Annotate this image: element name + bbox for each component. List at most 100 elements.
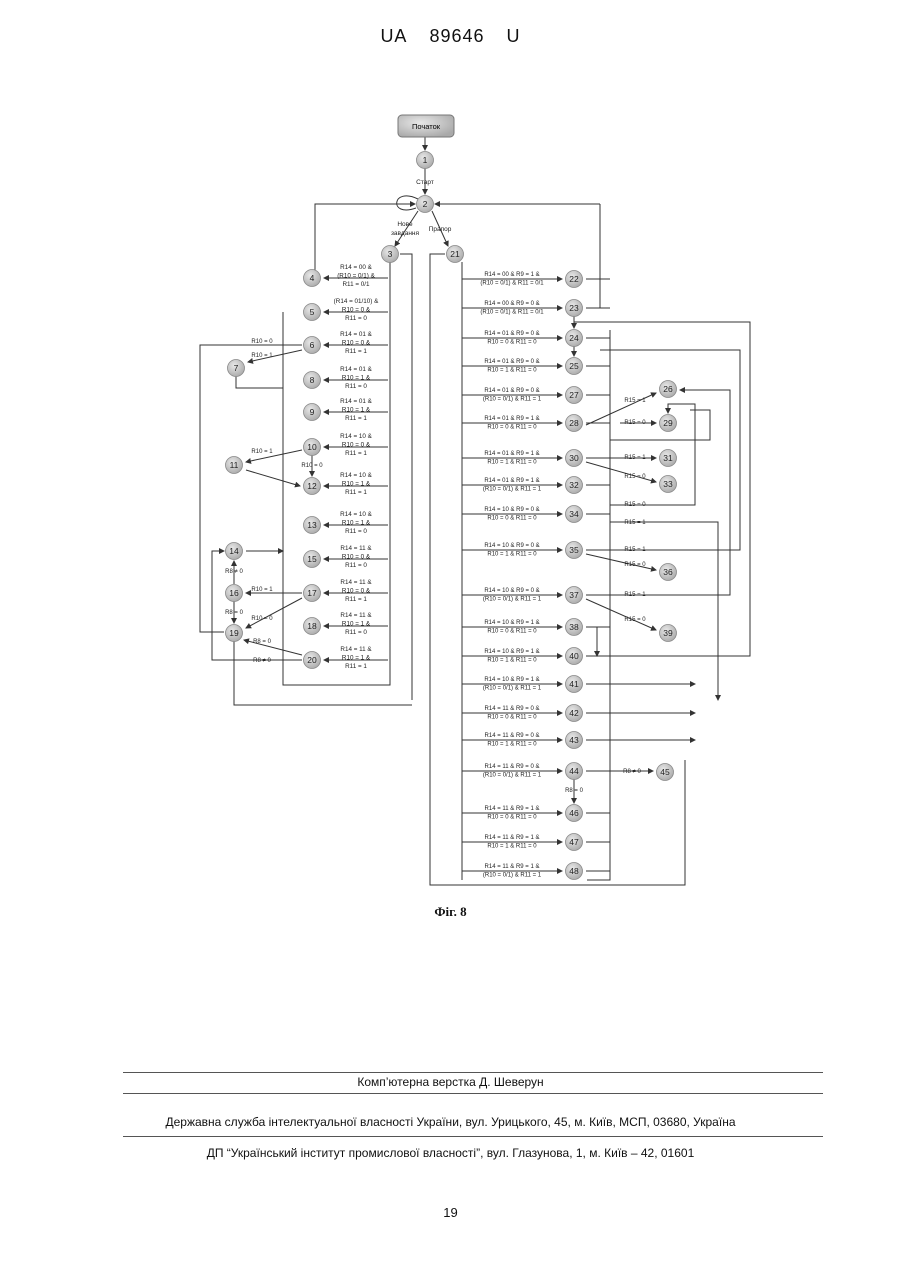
left-condition-5: R11 = 0 xyxy=(345,315,367,322)
footer-rule-top xyxy=(123,1072,823,1073)
node-3: 3 xyxy=(382,246,399,263)
node-label: 43 xyxy=(569,735,579,745)
left-condition-17: R10 = 0 & xyxy=(342,588,371,595)
left-condition-8: R10 = 1 & xyxy=(342,375,371,382)
node-label: 21 xyxy=(450,249,460,259)
label-r8-ne0-a: R8 ≠ 0 xyxy=(225,569,243,575)
node-label: 38 xyxy=(569,622,579,632)
left-condition-12: R10 = 1 & xyxy=(342,481,371,488)
node-21: 21 xyxy=(447,246,464,263)
right-condition-34: R10 = 0 & R11 = 0 xyxy=(487,516,537,522)
right-condition-24: R10 = 0 & R11 = 0 xyxy=(487,340,537,346)
node-13: 13 xyxy=(304,517,321,534)
left-condition-12: R11 = 1 xyxy=(345,489,367,496)
node-label: 11 xyxy=(230,460,239,470)
left-condition-9: R11 = 1 xyxy=(345,415,367,422)
label-r10-1-a: R10 = 1 xyxy=(251,353,273,359)
right-condition-27: (R10 = 0/1) & R11 = 1 xyxy=(483,397,542,403)
label-r10-0-b: R10 = 0 xyxy=(301,463,323,469)
edge-22-return xyxy=(587,204,600,279)
left-condition-6: R10 = 0 & xyxy=(342,340,371,347)
node-25: 25 xyxy=(566,358,583,375)
left-condition-6: R14 = 01 & xyxy=(340,331,372,338)
label-r15-1-b: R15 = 1 xyxy=(624,455,646,461)
node-32: 32 xyxy=(566,477,583,494)
node-16: 16 xyxy=(226,585,243,602)
node-label: 30 xyxy=(569,453,579,463)
right-condition-30: R14 = 01 & R9 = 1 & xyxy=(484,451,539,457)
right-condition-23: R14 = 00 & R9 = 0 & xyxy=(484,301,539,307)
node-label: 18 xyxy=(307,621,317,631)
edge-23-return xyxy=(587,279,600,308)
node-label: 29 xyxy=(663,418,673,428)
left-condition-15: R14 = 11 & xyxy=(340,545,372,552)
node-label: 3 xyxy=(388,249,393,259)
node-45: 45 xyxy=(657,764,674,781)
edge-19-out xyxy=(234,641,412,705)
left-condition-13: R11 = 0 xyxy=(345,528,367,535)
label-r10-1-b: R10 = 1 xyxy=(251,449,273,455)
node-10: 10 xyxy=(304,439,321,456)
left-condition-20: R10 = 1 & xyxy=(342,655,371,662)
node-label: 12 xyxy=(307,481,317,491)
label-r8-ne0-b: R8 ≠ 0 xyxy=(253,658,271,664)
start-label: Початок xyxy=(412,122,441,131)
right-condition-44: (R10 = 0/1) & R11 = 1 xyxy=(483,773,542,779)
right-condition-42: R10 = 0 & R11 = 0 xyxy=(487,715,537,721)
right-condition-25: R10 = 1 & R11 = 0 xyxy=(487,368,537,374)
node-label: 24 xyxy=(569,333,579,343)
left-condition-20: R11 = 1 xyxy=(345,663,367,670)
right-condition-23: (R10 = 0/1) & R11 = 0/1 xyxy=(480,310,544,316)
node-label: 4 xyxy=(310,273,315,283)
node-18: 18 xyxy=(304,618,321,635)
footer-rule-middle xyxy=(123,1093,823,1094)
node-label: 5 xyxy=(310,307,315,317)
patent-header: UA 89646 U xyxy=(0,26,901,47)
edge-17-19 xyxy=(246,598,302,628)
node-label: 28 xyxy=(569,418,579,428)
footer-typesetting: Комп’ютерна верстка Д. Шеверун xyxy=(0,1075,901,1089)
node-33: 33 xyxy=(660,476,677,493)
node-47: 47 xyxy=(566,834,583,851)
node-label: 33 xyxy=(663,479,673,489)
left-condition-13: R14 = 10 & xyxy=(340,511,372,518)
node-label: 36 xyxy=(663,567,673,577)
node-2: 2 xyxy=(417,196,434,213)
left-condition-9: R10 = 1 & xyxy=(342,407,371,414)
node-31: 31 xyxy=(660,450,677,467)
right-condition-46: R14 = 11 & R9 = 1 & xyxy=(485,806,540,812)
right-condition-28: R14 = 01 & R9 = 1 & xyxy=(484,416,539,422)
node-36: 36 xyxy=(660,564,677,581)
node-30: 30 xyxy=(566,450,583,467)
left-condition-4: R11 = 0/1 xyxy=(342,281,370,288)
left-condition-17: R14 = 11 & xyxy=(340,579,372,586)
right-condition-32: (R10 = 0/1) & R11 = 1 xyxy=(483,487,542,493)
node-label: 37 xyxy=(569,590,579,600)
right-condition-48: R14 = 11 & R9 = 1 & xyxy=(485,864,540,870)
loop-2 xyxy=(397,196,418,210)
right-condition-27: R14 = 01 & R9 = 0 & xyxy=(484,388,539,394)
node-label: 46 xyxy=(569,808,579,818)
node-7: 7 xyxy=(228,360,245,377)
left-condition-15: R11 = 0 xyxy=(345,562,367,569)
right-condition-47: R14 = 11 & R9 = 1 & xyxy=(485,835,540,841)
node-label: 35 xyxy=(569,545,579,555)
edge-35-back xyxy=(586,350,740,550)
left-condition-5: (R14 = 01/10) & xyxy=(334,298,379,305)
node-8: 8 xyxy=(304,372,321,389)
label-r15-0-d: R15 = 0 xyxy=(624,562,646,568)
right-condition-40: R10 = 1 & R11 = 0 xyxy=(487,658,537,664)
edge-37-26 xyxy=(586,390,730,595)
node-23: 23 xyxy=(566,300,583,317)
right-condition-41: (R10 = 0/1) & R11 = 1 xyxy=(483,686,542,692)
left-condition-10: R11 = 1 xyxy=(345,450,367,457)
left-condition-6: R11 = 1 xyxy=(345,348,367,355)
node-38: 38 xyxy=(566,619,583,636)
node-17: 17 xyxy=(304,585,321,602)
node-34: 34 xyxy=(566,506,583,523)
footer-rule-bottom xyxy=(123,1136,823,1137)
label-new-task-1: Нове xyxy=(397,221,413,228)
node-label: 8 xyxy=(310,375,315,385)
left-condition-12: R14 = 10 & xyxy=(340,472,372,479)
header-kind: U xyxy=(507,26,521,46)
